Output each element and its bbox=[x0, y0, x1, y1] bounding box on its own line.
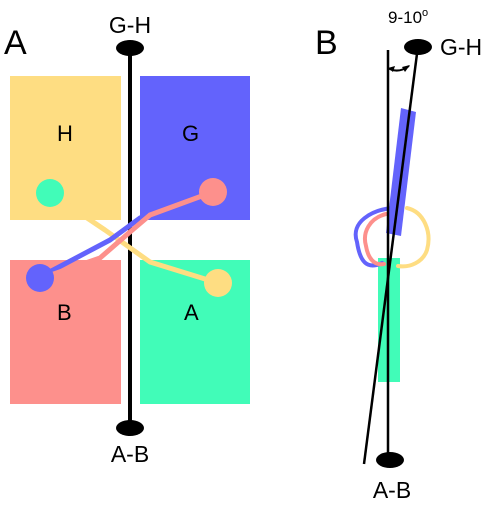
angle-label: 9-10o bbox=[388, 7, 428, 27]
panel-a: A H G B A G-H A-B bbox=[4, 12, 250, 467]
block-h-label: H bbox=[57, 121, 73, 146]
pole-top-b bbox=[404, 39, 432, 55]
panel-a-letter: A bbox=[4, 24, 27, 62]
strand-yellow-loop bbox=[396, 206, 431, 269]
angle-value: 9-10 bbox=[388, 8, 422, 27]
path-h-to-a bbox=[47, 190, 221, 286]
angle-arrowhead-left bbox=[388, 66, 395, 72]
block-b-label: B bbox=[57, 300, 72, 325]
block-g-label: G bbox=[182, 121, 199, 146]
path-b-to-g bbox=[42, 190, 213, 280]
block-h bbox=[10, 76, 121, 220]
block-a bbox=[140, 260, 250, 404]
pole-bottom-b bbox=[376, 452, 404, 468]
dot-h bbox=[36, 179, 64, 207]
pole-top-label-a: G-H bbox=[109, 12, 151, 38]
block-a-label: A bbox=[184, 300, 199, 325]
dot-g bbox=[199, 178, 227, 206]
tilted-spindle-axis bbox=[362, 45, 420, 465]
panel-b-letter: B bbox=[315, 24, 338, 62]
dot-a bbox=[204, 269, 232, 297]
strand-pink-loop bbox=[363, 212, 388, 267]
dot-b bbox=[26, 264, 54, 292]
pole-top-label-b: G-H bbox=[440, 34, 482, 60]
panel-b: B 9-10o G-H A-B bbox=[315, 7, 482, 503]
pole-bottom-label-b: A-B bbox=[373, 477, 411, 503]
pole-bottom-a bbox=[116, 420, 144, 436]
angle-degree-mark: o bbox=[422, 7, 428, 19]
pole-top-a bbox=[116, 40, 144, 56]
pole-bottom-label-a: A-B bbox=[111, 441, 149, 467]
strand-blue-loop bbox=[353, 206, 394, 268]
angle-arrowhead-right bbox=[402, 65, 410, 72]
